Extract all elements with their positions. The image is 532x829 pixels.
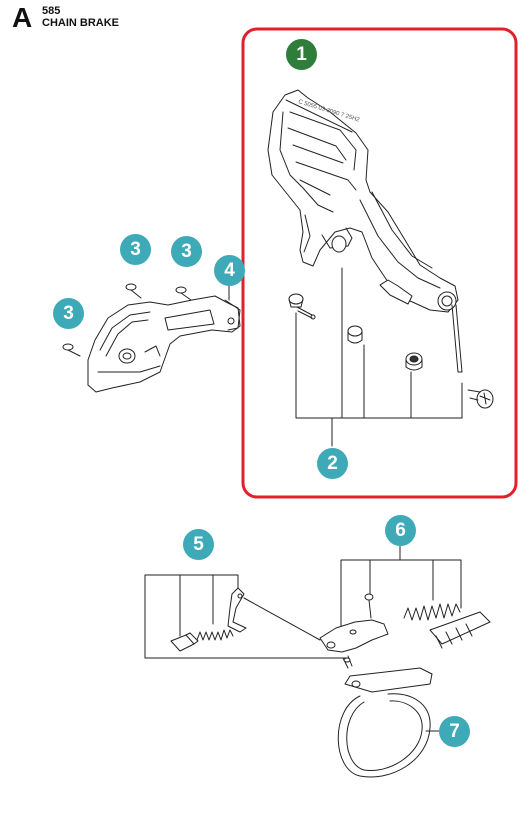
callout-2[interactable]: 2 bbox=[317, 448, 348, 479]
callout-1[interactable]: 1 bbox=[286, 39, 317, 70]
leader-lines-6 bbox=[340, 545, 462, 629]
model-number: 585 bbox=[42, 5, 61, 17]
brake-band-part[interactable] bbox=[337, 667, 433, 778]
callout-3b[interactable]: 3 bbox=[171, 236, 202, 267]
leader-lines-2 bbox=[295, 267, 463, 447]
brake-cylinder-part[interactable] bbox=[170, 632, 199, 652]
bushing-upper-part[interactable] bbox=[347, 325, 363, 344]
callout-4[interactable]: 4 bbox=[214, 255, 245, 286]
callout-5[interactable]: 5 bbox=[183, 529, 214, 560]
brake-knee-part[interactable] bbox=[319, 619, 389, 669]
cover-screw-b[interactable] bbox=[175, 286, 192, 301]
knee-screw-part[interactable] bbox=[364, 593, 374, 619]
screw-part[interactable] bbox=[451, 304, 494, 409]
leader-lines-5 bbox=[144, 574, 349, 659]
brake-lever-part[interactable] bbox=[227, 587, 321, 641]
hand-guard-part[interactable]: C 5055 03 3090 7 25H2 bbox=[267, 89, 459, 313]
cover-screw-a[interactable] bbox=[125, 283, 142, 299]
section-letter: A bbox=[12, 2, 33, 33]
callout-3c[interactable]: 3 bbox=[53, 298, 84, 329]
bushing-lower-part[interactable] bbox=[405, 352, 423, 371]
side-cover-part[interactable] bbox=[87, 295, 241, 393]
brake-spring-large[interactable] bbox=[403, 603, 461, 621]
brake-spring-small[interactable] bbox=[196, 629, 234, 641]
callout-6[interactable]: 6 bbox=[385, 515, 416, 546]
pivot-pin-part[interactable] bbox=[288, 293, 316, 320]
section-title: CHAIN BRAKE bbox=[42, 17, 119, 29]
callout-7[interactable]: 7 bbox=[439, 716, 470, 747]
spring-cover-part[interactable] bbox=[429, 611, 491, 649]
cover-screw-c[interactable] bbox=[62, 343, 81, 357]
callout-3a[interactable]: 3 bbox=[120, 234, 151, 265]
